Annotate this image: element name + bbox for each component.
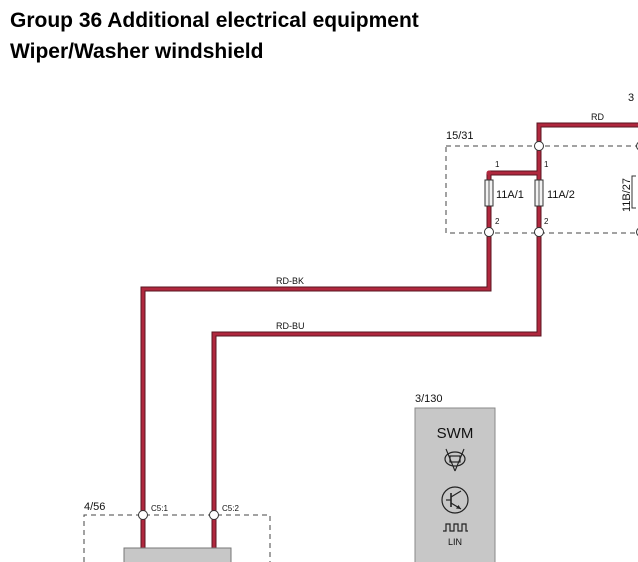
pin-c5-2-label: C5:2 [222, 504, 239, 513]
module-4-56-box [83, 514, 271, 562]
fuse-box-label: 15/31 [446, 130, 474, 142]
wire-rd-bu [212, 232, 541, 515]
wire-label-rd: RD [591, 112, 604, 122]
connector-top-right-label: 3 [628, 92, 634, 104]
diagram-subtitle: Wiper/Washer windshield [10, 40, 264, 63]
wire-rd [537, 123, 638, 145]
fuse-11a-2-label: 11A/2 [547, 189, 575, 201]
fuse-11a-1-pin-bottom: 2 [495, 217, 500, 226]
module-4-56-label: 4/56 [84, 501, 105, 513]
swm-module [414, 407, 496, 562]
wire-label-rd-bu: RD-BU [276, 321, 305, 331]
module-4-56-body [123, 547, 232, 562]
wire-rd-bk [141, 232, 491, 515]
wires [141, 123, 638, 548]
pulse-signal-icon [443, 523, 468, 532]
fuse-11a-2-pin-top: 1 [544, 160, 549, 169]
fuse-11a-1-pin-top: 1 [495, 160, 500, 169]
fuse-11a-2-pin-bottom: 2 [544, 217, 549, 226]
side-box-label: 11B/27 [621, 178, 633, 212]
transistor-icon [441, 486, 469, 514]
fuse-11a-1-label: 11A/1 [496, 189, 524, 201]
pin-c5-2 [209, 510, 219, 520]
node-fuse-2-output [534, 227, 544, 237]
pin-c5-1 [138, 510, 148, 520]
node-fuse-input [534, 141, 544, 151]
pin-c5-1-label: C5:1 [151, 504, 168, 513]
lin-bus-label: LIN [448, 537, 462, 547]
diagram-title: Group 36 Additional electrical equipment [10, 9, 419, 32]
wire-label-rd-bk: RD-BK [276, 276, 304, 286]
node-fuse-1-output [484, 227, 494, 237]
swm-id-label: 3/130 [415, 393, 443, 405]
swm-name: SWM [437, 425, 474, 442]
